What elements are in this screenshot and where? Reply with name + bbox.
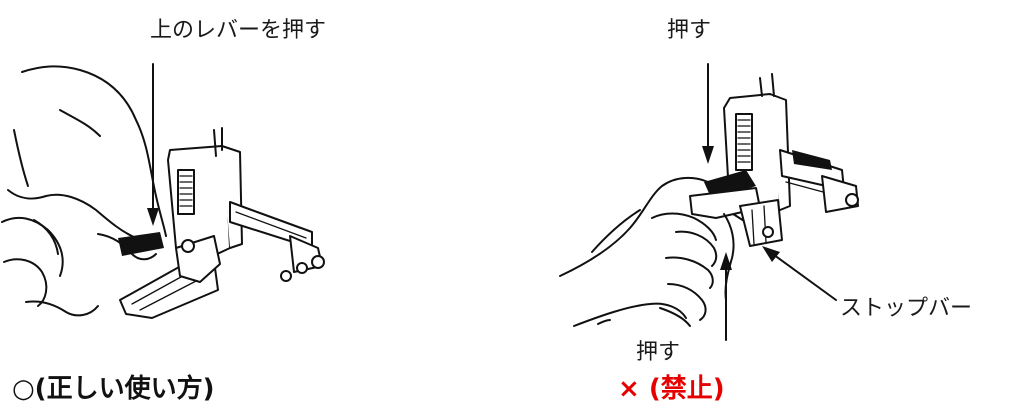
push-label-bottom: 押す: [636, 340, 681, 365]
left-tool-illustration: [118, 127, 325, 319]
right-hand-illustration: [559, 176, 735, 327]
right-push-arrow-top: [702, 63, 714, 164]
push-upper-lever-label: 上のレバーを押す: [150, 18, 327, 43]
right-push-arrow-bottom: [720, 252, 732, 341]
stopper-bar-pointer: [762, 246, 837, 301]
stopper-bar-label: ストップバー: [840, 296, 973, 321]
push-label-top: 押す: [667, 18, 712, 43]
right-tool-illustration: [689, 73, 859, 247]
correct-usage-caption: ○(正しい使い方): [12, 374, 215, 404]
left-hand-illustration: [1, 65, 167, 317]
left-push-arrow: [147, 63, 159, 226]
prohibited-caption: × (禁止): [618, 374, 725, 404]
